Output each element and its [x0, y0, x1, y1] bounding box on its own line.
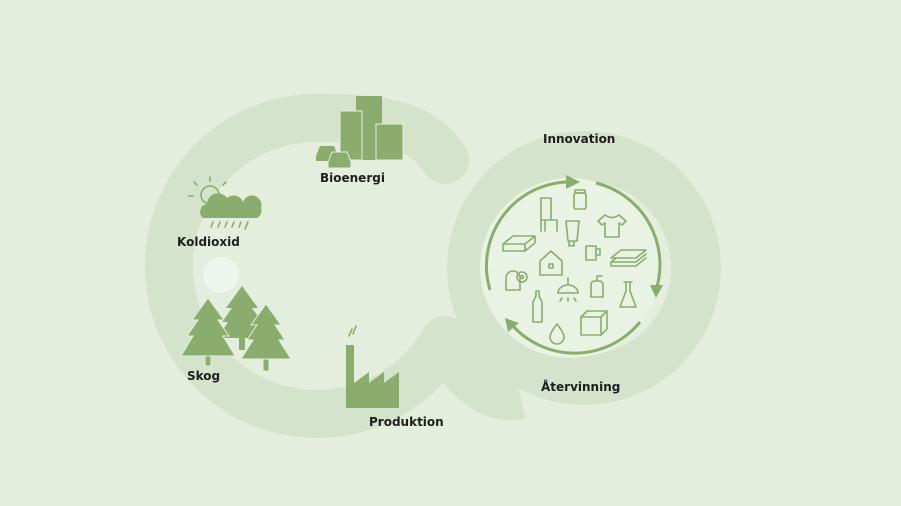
factory-icon	[346, 325, 399, 408]
label-atervinning: Återvinning	[541, 380, 621, 394]
forest-trees-icon	[180, 286, 292, 372]
recycle-arrows-icon	[484, 175, 663, 355]
glow-spot	[203, 257, 239, 293]
weather-cloud-icon	[188, 176, 262, 230]
mug-icon	[585, 245, 601, 261]
label-innovation: Innovation	[543, 132, 616, 146]
chair-icon	[540, 197, 558, 232]
bioenergy-buildings-icon	[316, 96, 404, 169]
house-icon	[539, 250, 563, 276]
right-loop-band	[423, 131, 721, 421]
label-bioenergi: Bioenergi	[320, 171, 385, 185]
water-drop-icon	[549, 323, 565, 345]
bottle-icon	[532, 290, 543, 323]
box-icon	[580, 310, 608, 336]
left-loop-band	[144, 93, 469, 438]
label-produktion: Produktion	[369, 415, 444, 429]
label-koldioxid: Koldioxid	[177, 235, 240, 249]
inner-product-circle	[480, 178, 660, 358]
lamp-icon	[557, 277, 579, 302]
paper-stack-icon	[610, 249, 647, 267]
toilet-roll-icon	[505, 270, 528, 291]
tshirt-icon	[597, 214, 627, 238]
tube-icon	[565, 220, 580, 247]
jar-icon	[573, 189, 587, 210]
flask-icon	[619, 281, 637, 308]
label-skog: Skog	[187, 369, 221, 383]
soap-bottle-icon	[590, 275, 604, 298]
product-icons	[502, 189, 647, 345]
wood-board-icon	[502, 235, 536, 252]
